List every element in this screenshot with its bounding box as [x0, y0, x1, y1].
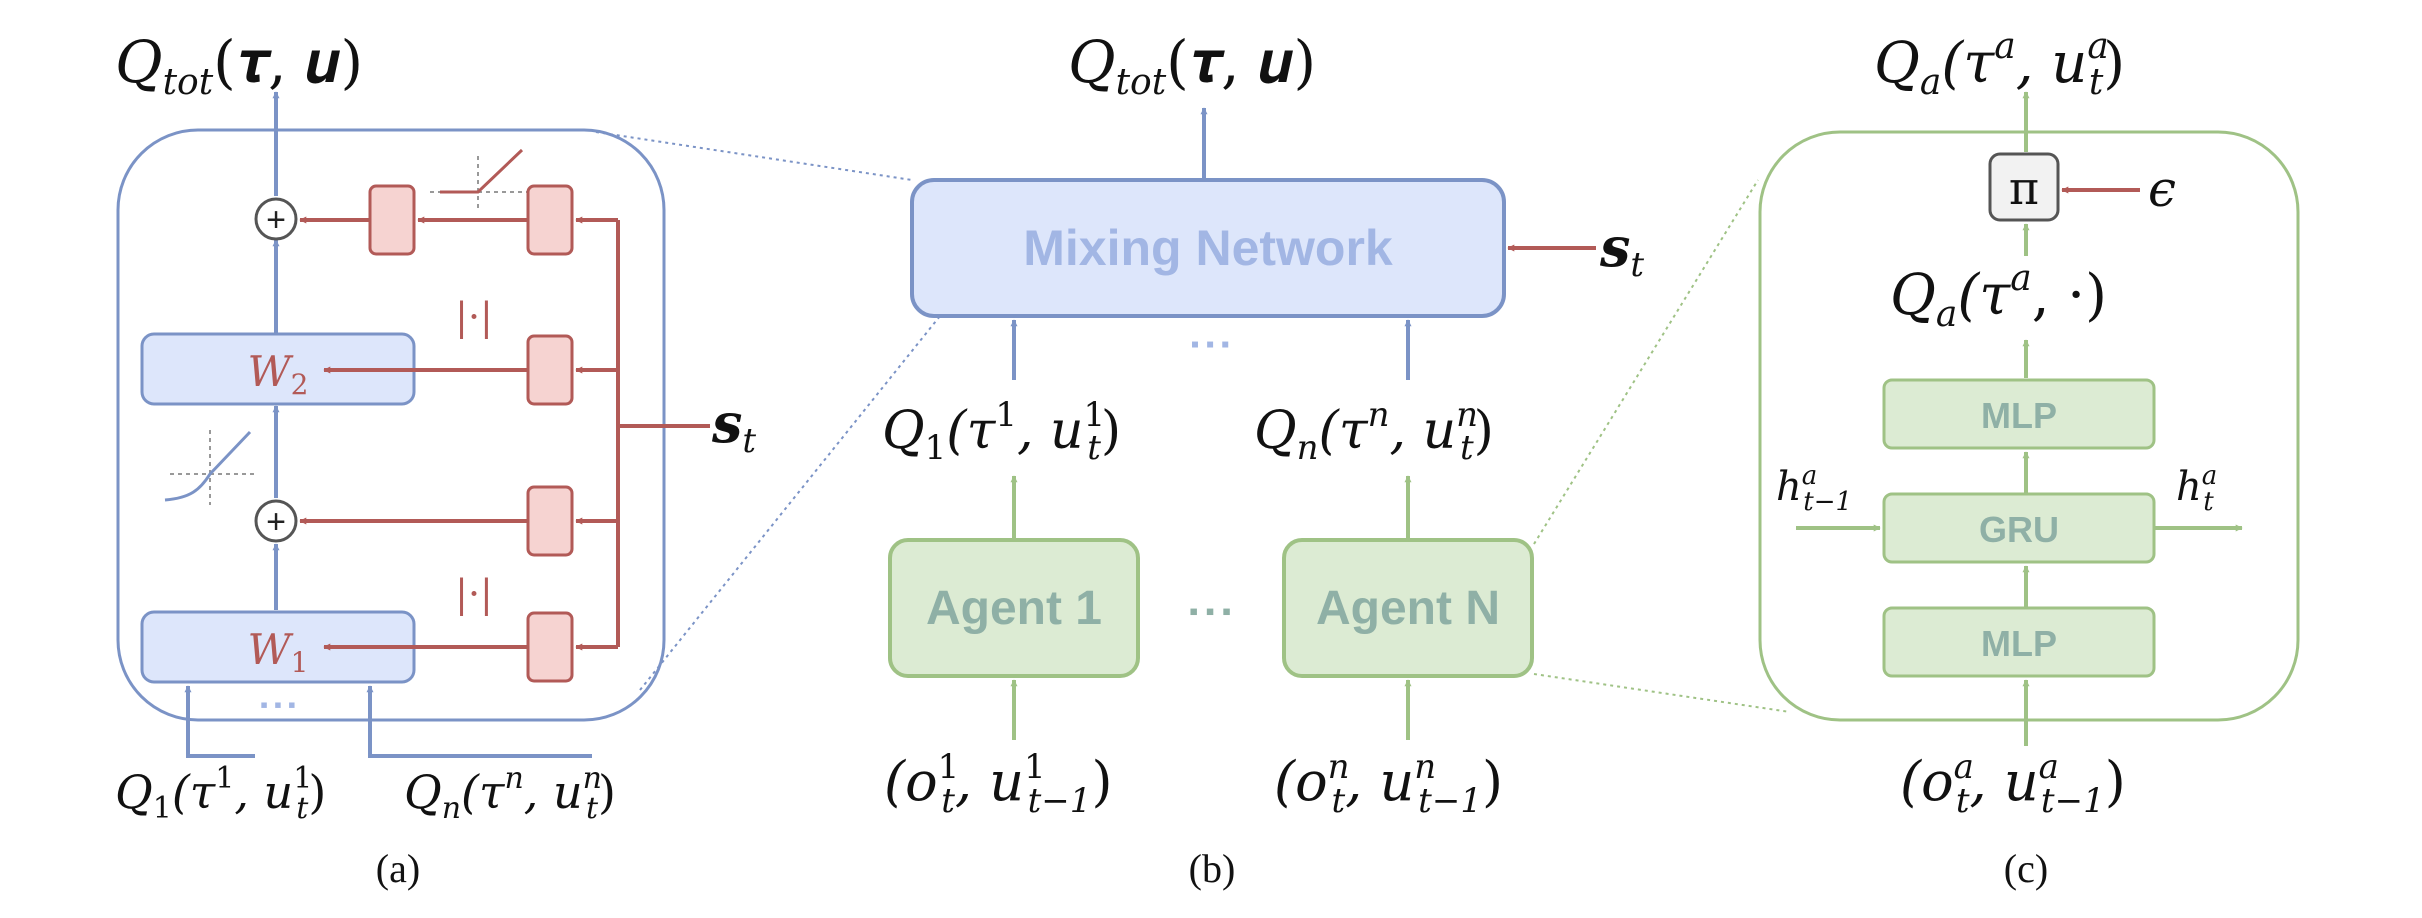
- panel-c-qa-dot-label: Qa(τa, ·): [1890, 258, 2107, 335]
- panel-a-state-label: st: [711, 391, 756, 461]
- panel-b-overall-architecture: Qtot(𝝉, 𝒖) Mixing Network st ▪ ▪ ▪ Q1(τ1…: [882, 28, 1644, 891]
- zoom-line-a-bottom: [639, 315, 941, 691]
- svg-text:+: +: [266, 503, 286, 541]
- panel-a-w1-label: W1: [248, 625, 309, 679]
- panel-a-elu-activation-icon: [164, 430, 255, 505]
- panel-b-agentN-box: [1282, 538, 1534, 678]
- panel-b-ellipsis-top: ▪ ▪ ▪: [1191, 331, 1230, 358]
- panel-a-w2-label: W2: [248, 347, 309, 401]
- panel-c-policy-label: π: [2009, 161, 2039, 215]
- panel-b-agentN-label: Agent N: [1316, 582, 1500, 635]
- panel-a-hyper-box-w1: [526, 611, 574, 683]
- panel-a-hyper-box-b1: [526, 485, 574, 557]
- panel-a-input-n-connector: [366, 685, 592, 758]
- panel-c-mlp-bottom-label: MLP: [1981, 623, 2057, 664]
- panel-c-mlp-bottom-box: [1882, 606, 2156, 678]
- panel-c-outer-box: [1758, 130, 2300, 722]
- panel-a-mixing-network-detail: Qtot(𝝉, 𝒖) + + W2 W1: [115, 28, 756, 891]
- panel-a-hyper-box-top-left: [368, 184, 416, 256]
- panel-c-mlp-top-label: MLP: [1981, 395, 2057, 436]
- panel-b-state-label: st: [1599, 215, 1644, 285]
- panel-a-caption: (a): [376, 846, 420, 891]
- panel-b-output-label: Qtot(𝝉, 𝒖): [1068, 28, 1316, 103]
- panel-a-hyper-box-top-right: [526, 184, 574, 256]
- panel-a-abs-label-top: |·|: [455, 295, 493, 339]
- panel-a-plus-node-bottom: +: [254, 499, 298, 543]
- panel-a-output-label: Qtot(𝝉, 𝒖): [115, 28, 363, 103]
- panel-c-mlp-top-box: [1882, 378, 2156, 450]
- panel-a-hyper-box-w2: [526, 334, 574, 406]
- panel-a-abs-label-bottom: |·|: [455, 572, 493, 616]
- panel-b-ellipsis-mid: ▪ ▪ ▪: [1189, 596, 1231, 626]
- panel-b-agent1-label: Agent 1: [926, 582, 1102, 635]
- zoom-line-c-top: [1533, 179, 1759, 545]
- panel-a-ellipsis: ▪ ▪ ▪: [260, 692, 296, 717]
- panel-b-mixing-network-box: [910, 178, 1506, 318]
- panel-b-mixing-network-label: Mixing Network: [1023, 220, 1393, 276]
- panel-a-relu-activation-icon: [430, 148, 530, 210]
- panel-c-policy-box: [1988, 152, 2060, 222]
- panel-a-input-1-connector: [184, 685, 255, 758]
- panel-b-caption: (b): [1189, 846, 1236, 891]
- panel-a-plus-node-top: +: [254, 197, 298, 241]
- zoom-line-c-bottom: [1533, 673, 1791, 713]
- zoom-line-a-top: [595, 131, 913, 181]
- panel-c-epsilon-label: ϵ: [2148, 160, 2176, 218]
- svg-text:+: +: [266, 201, 286, 239]
- panel-c-caption: (c): [2004, 846, 2048, 891]
- panel-c-gru-label: GRU: [1979, 509, 2059, 550]
- panel-b-agent1-box: [888, 538, 1140, 678]
